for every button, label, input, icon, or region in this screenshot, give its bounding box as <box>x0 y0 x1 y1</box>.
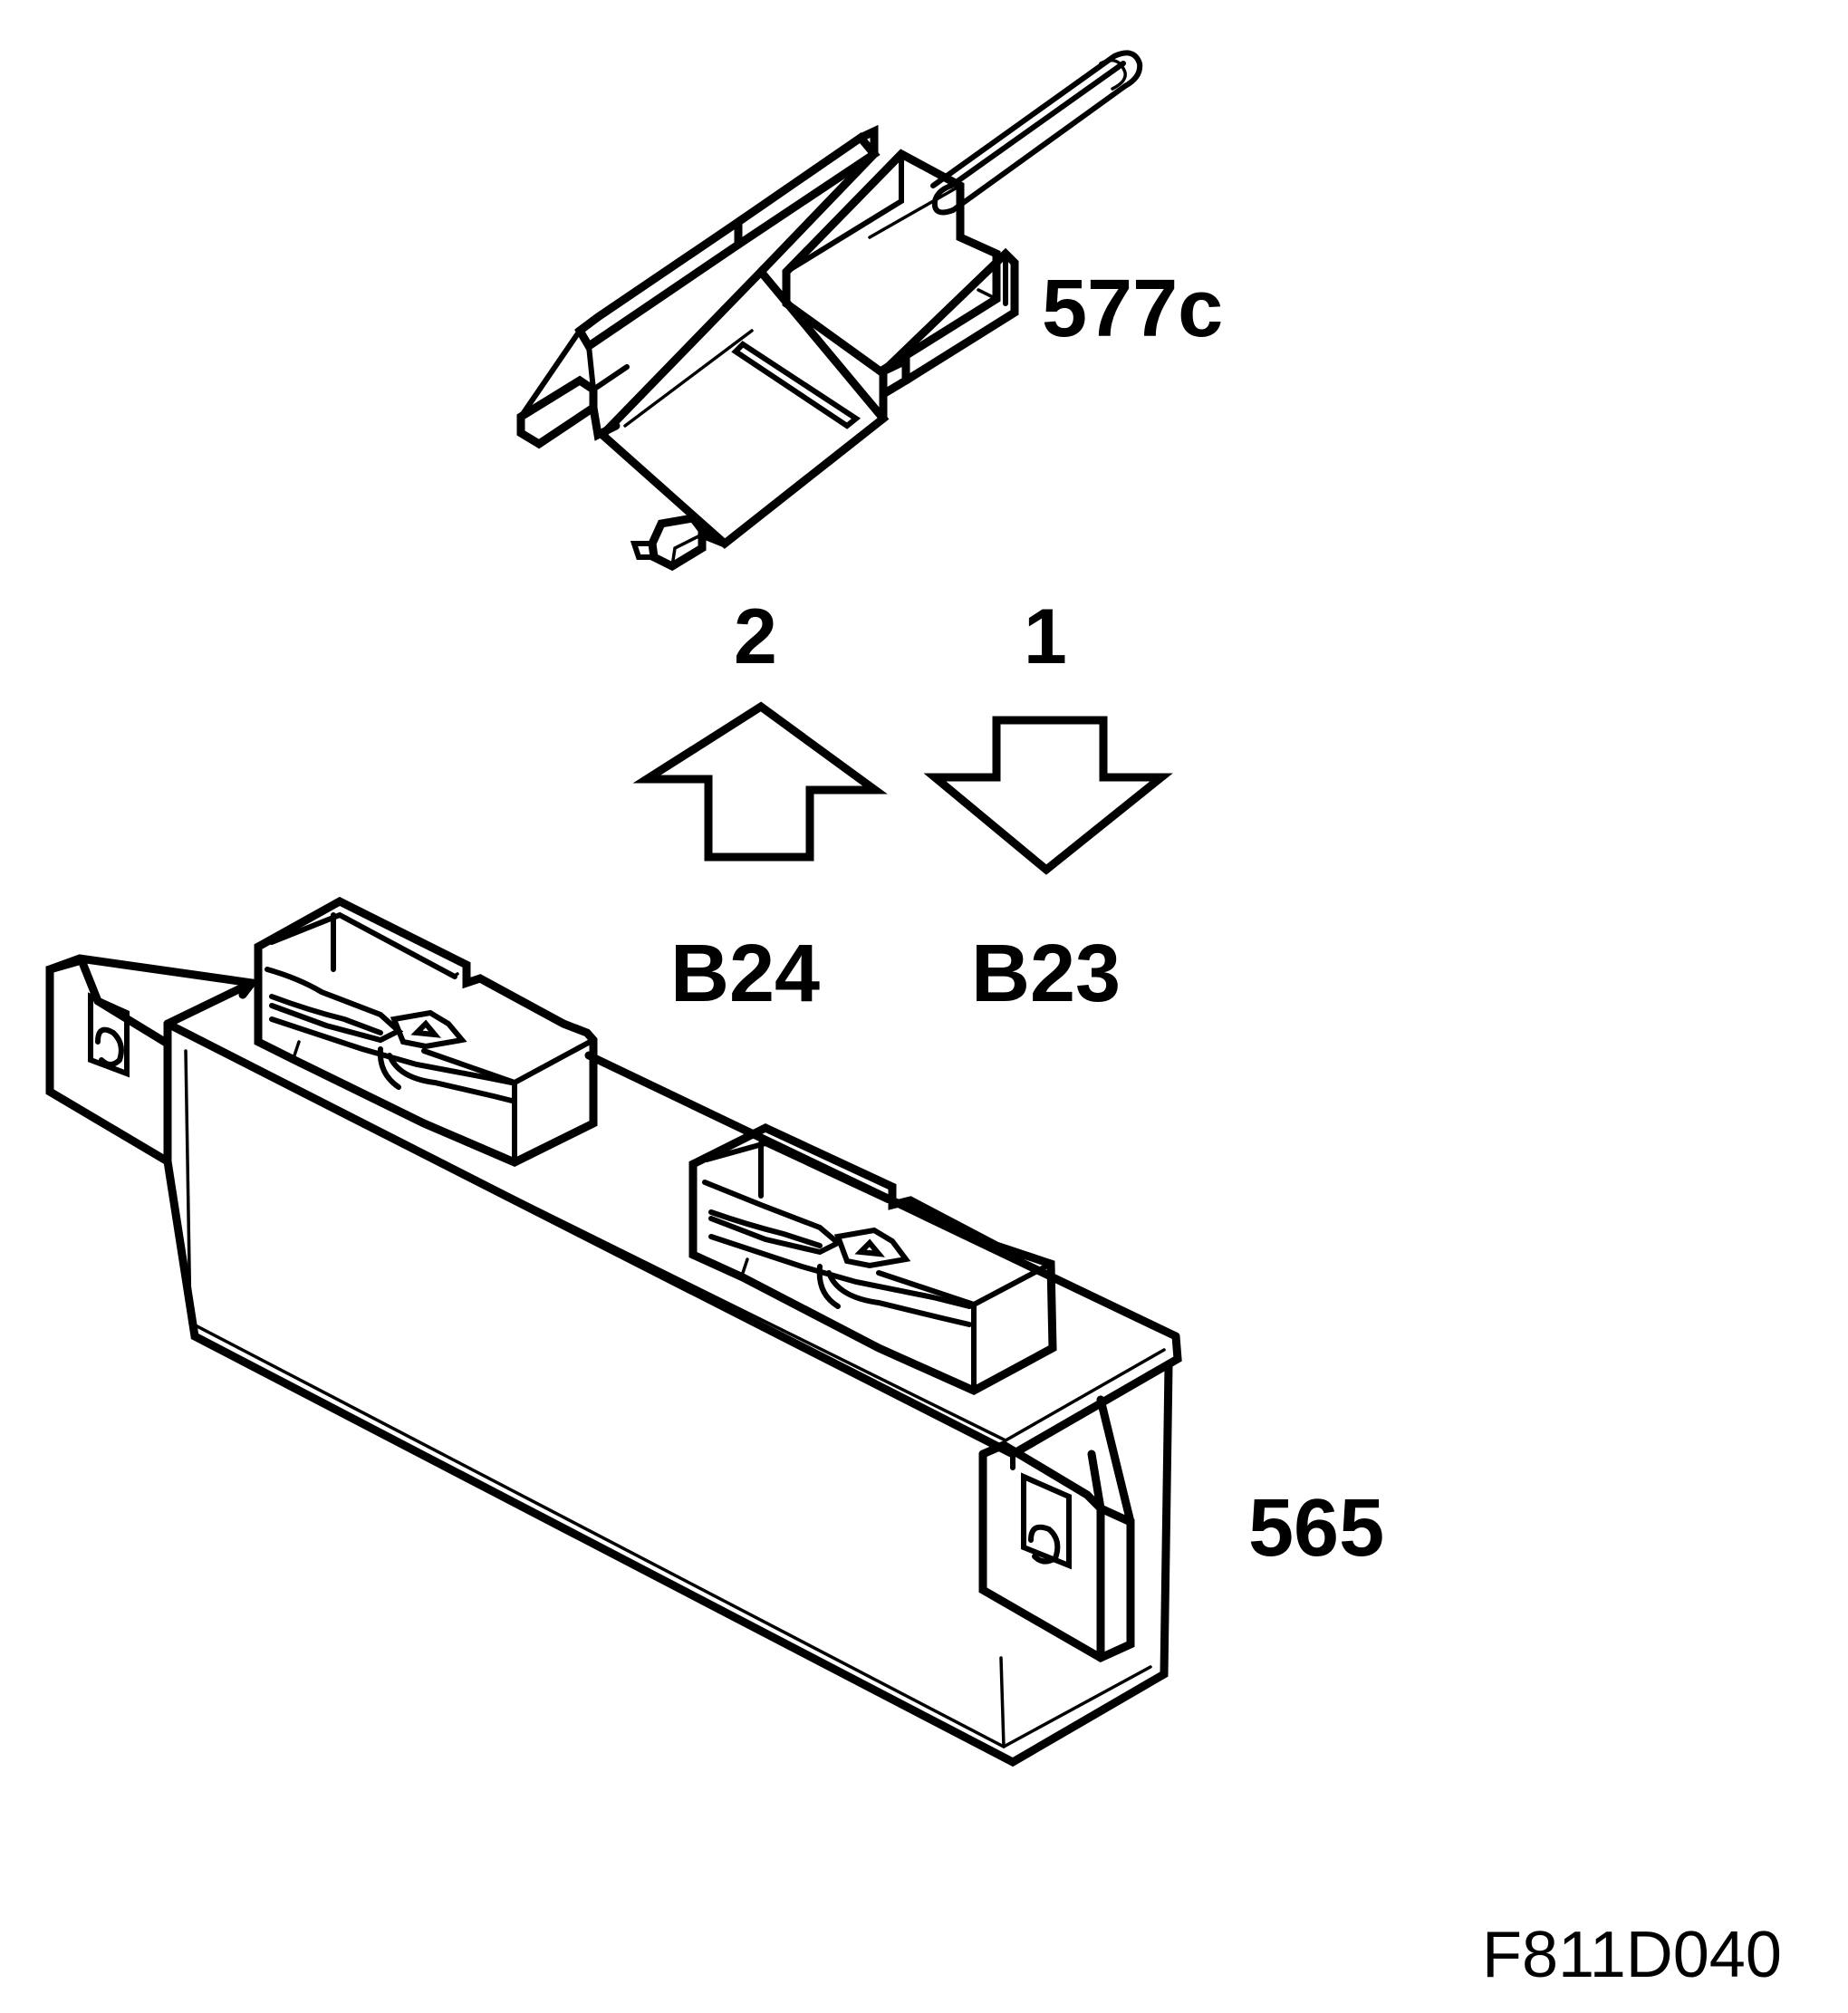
step-label-1: 1 <box>1024 593 1067 680</box>
module-connector-b24 <box>254 896 598 1167</box>
connector-577c-illustration <box>516 50 1143 572</box>
arrow-up-icon <box>632 701 888 862</box>
part-label-565: 565 <box>1248 1483 1385 1574</box>
arrow-down-icon <box>923 716 1173 875</box>
module-connector-b23 <box>688 1123 1057 1396</box>
part-label-577c: 577c <box>1042 264 1224 354</box>
connector-label-b24: B24 <box>670 929 821 1019</box>
step-label-2: 2 <box>734 593 777 680</box>
control-module-565-illustration <box>45 896 1182 1767</box>
connector-label-b23: B23 <box>971 929 1121 1019</box>
figure-reference-code: F811D040 <box>1482 1919 1782 1991</box>
